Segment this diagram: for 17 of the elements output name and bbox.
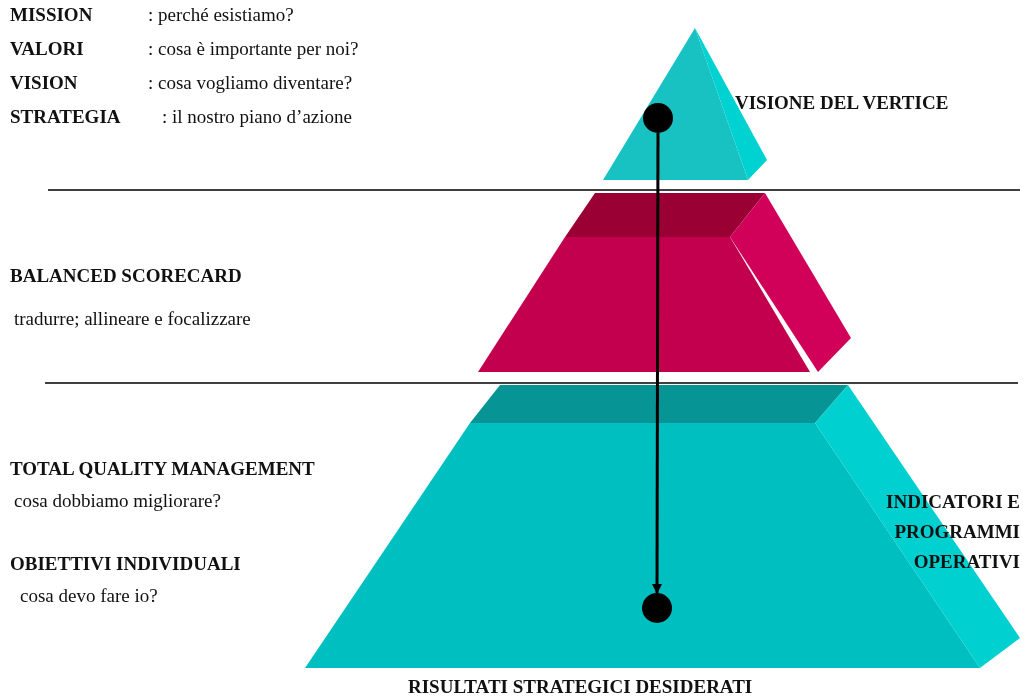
term-label: MISSION <box>10 4 93 26</box>
term-label: STRATEGIA <box>10 106 121 128</box>
section-heading: OBIETTIVI INDIVIDUALI <box>10 553 241 575</box>
section-text: tradurre; allineare e focalizzare <box>14 308 251 330</box>
base-caption: RISULTATI STRATEGICI DESIDERATI <box>408 676 753 698</box>
section-heading: TOTAL QUALITY MANAGEMENT <box>10 458 315 480</box>
term-label: VISION <box>10 72 78 94</box>
definition-text: : il nostro piano d’azione <box>162 106 352 128</box>
definition-text: : cosa è importante per noi? <box>148 38 359 60</box>
definition-text: : perché esistiamo? <box>148 4 294 26</box>
section-text: cosa dobbiamo migliorare? <box>14 490 221 512</box>
definition-text: : cosa vogliamo diventare? <box>148 72 353 94</box>
section-heading: BALANCED SCORECARD <box>10 265 242 287</box>
section-text: cosa devo fare io? <box>20 585 158 607</box>
arrow <box>652 133 662 594</box>
term-label: VALORI <box>10 38 84 60</box>
level-label: VISIONE DEL VERTICE <box>735 92 949 114</box>
